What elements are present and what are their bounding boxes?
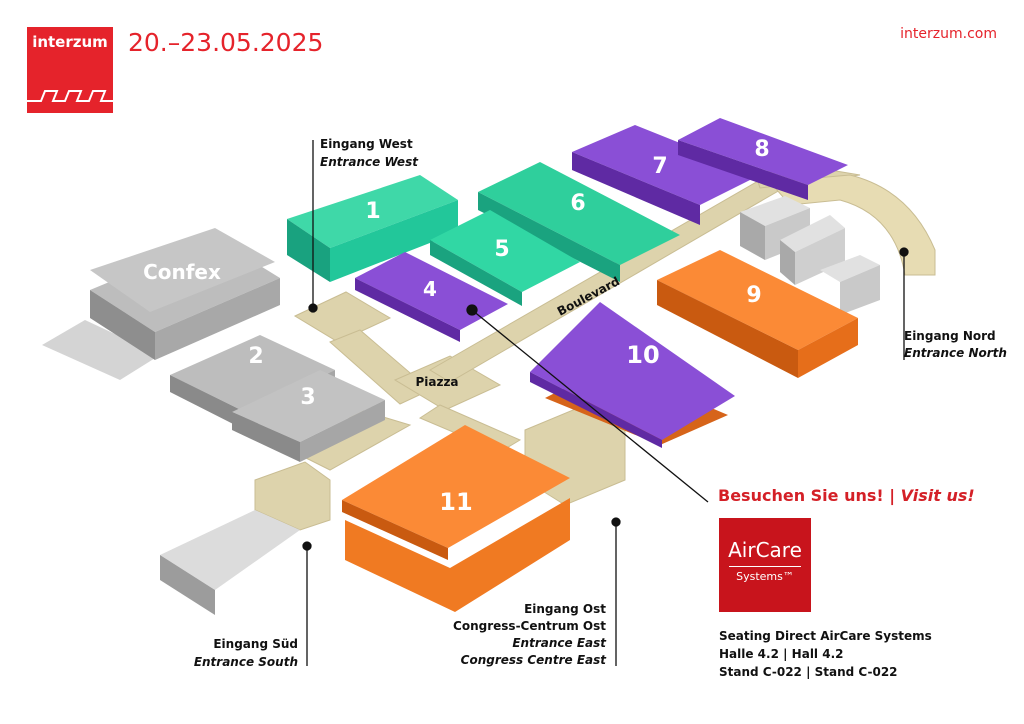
hall-10[interactable]	[530, 302, 735, 448]
entrance-north-de: Eingang Nord	[904, 329, 996, 343]
hall-label-8: 8	[754, 137, 769, 162]
aircare-logo-line2: Systems™	[736, 570, 794, 583]
aircare-logo-divider	[729, 566, 801, 567]
hall-1[interactable]	[287, 175, 458, 282]
entrance-east-de-2: Congress-Centrum Ost	[453, 619, 606, 633]
hall-label-10: 10	[626, 341, 659, 369]
visit-us-en: Visit us!	[900, 486, 975, 505]
hall-11[interactable]	[342, 425, 570, 612]
piazza-label: Piazza	[415, 375, 458, 389]
hall-label-2: 2	[248, 344, 263, 369]
exhibitor-name: Seating Direct AirCare Systems	[719, 629, 932, 643]
interzum-logo: interzum	[27, 27, 113, 113]
hall-label-confex: Confex	[143, 260, 221, 284]
exhibitor-stand: Stand C-022 | Stand C-022	[719, 665, 898, 679]
entrance-west-de: Eingang West	[320, 137, 413, 151]
event-date: 20.–23.05.2025	[128, 28, 324, 57]
entrance-west-en: Entrance West	[320, 155, 419, 169]
entrance-north-en: Entrance North	[904, 346, 1007, 360]
visit-us-callout: Besuchen Sie uns! | Visit us!	[718, 486, 975, 505]
entrance-east-de: Eingang Ost	[524, 602, 606, 616]
entrance-south-de: Eingang Süd	[213, 637, 298, 651]
aircare-logo: AirCare Systems™	[719, 518, 811, 612]
hall-confex[interactable]	[42, 228, 280, 380]
hall-9[interactable]	[657, 250, 858, 378]
hall-6[interactable]	[478, 162, 680, 282]
hall-label-11: 11	[439, 488, 472, 516]
walkways	[254, 169, 861, 531]
hall-7[interactable]	[572, 125, 760, 225]
logo-text: interzum	[32, 33, 108, 51]
hall-label-6: 6	[570, 191, 585, 216]
visit-us-de: Besuchen Sie uns! |	[718, 486, 896, 505]
hall-3[interactable]	[232, 370, 385, 462]
entrance-south-en: Entrance South	[194, 655, 298, 669]
hall-label-3: 3	[300, 385, 315, 410]
website-link[interactable]: interzum.com	[900, 26, 997, 42]
logo-mark-icon	[27, 90, 113, 102]
hall-8[interactable]	[678, 118, 848, 200]
hall-label-7: 7	[652, 154, 667, 179]
south-entrance-ramp	[160, 510, 300, 615]
hall-label-5: 5	[494, 237, 509, 262]
hall-label-9: 9	[746, 283, 761, 308]
service-buildings-north	[740, 196, 880, 315]
entrance-east-en-2: Congress Centre East	[461, 653, 608, 667]
aircare-logo-line1: AirCare	[728, 538, 802, 562]
hall-5[interactable]	[430, 210, 580, 306]
north-entrance-arch	[768, 174, 936, 276]
leader-lines	[302, 140, 909, 666]
hall-label-4: 4	[423, 277, 437, 301]
exhibitor-hall: Halle 4.2 | Hall 4.2	[719, 647, 844, 661]
hall-label-1: 1	[365, 199, 380, 224]
stand-info: Seating Direct AirCare Systems Halle 4.2…	[719, 627, 932, 681]
entrance-east-en: Entrance East	[512, 636, 607, 650]
